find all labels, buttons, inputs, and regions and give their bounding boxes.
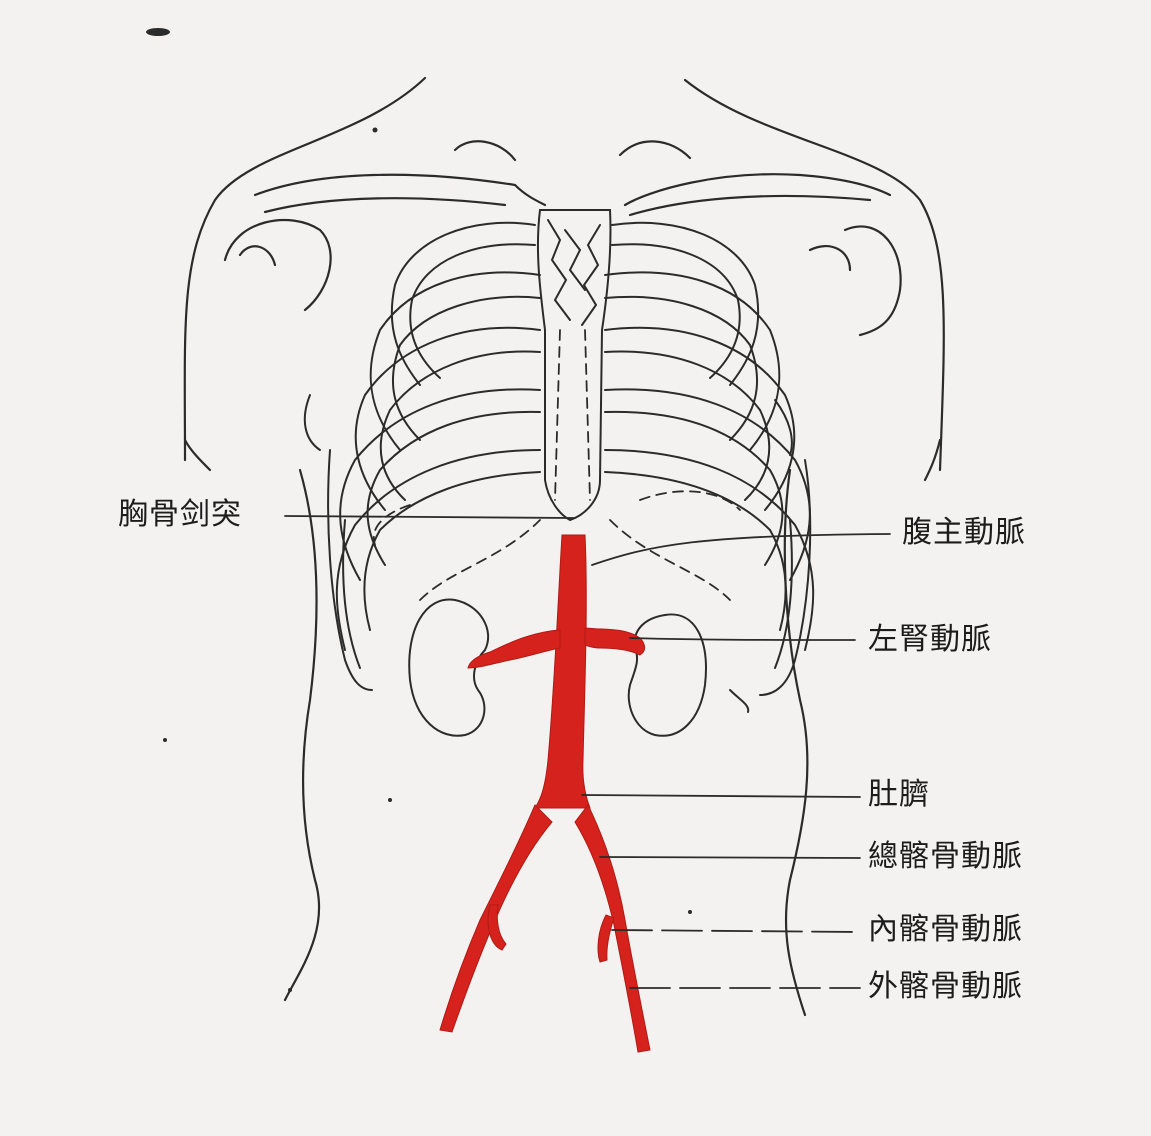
common-iliac-left xyxy=(575,805,650,1052)
internal-iliac-right xyxy=(488,905,506,950)
right-renal-artery xyxy=(468,630,560,668)
label-external-iliac-artery: 外髂骨動脈 xyxy=(868,972,1023,1002)
leader-common-iliac xyxy=(600,857,860,858)
leader-internal-iliac xyxy=(612,930,860,932)
label-common-iliac-artery: 總髂骨動脈 xyxy=(868,842,1023,872)
dashed-guides xyxy=(374,330,740,600)
leader-lines xyxy=(285,516,890,988)
left-renal-artery-vessel xyxy=(585,628,645,655)
arteries xyxy=(440,535,650,1052)
leader-navel xyxy=(582,795,860,797)
label-xiphoid-process: 胸骨剑突 xyxy=(118,500,242,530)
abdominal-aorta-vessel xyxy=(535,535,590,808)
label-navel: 肚臍 xyxy=(868,780,930,810)
left-kidney xyxy=(629,614,706,735)
ribs-right xyxy=(305,223,540,690)
clavicles xyxy=(225,141,901,335)
label-abdominal-aorta: 腹主動脈 xyxy=(902,518,1026,548)
sternum xyxy=(538,210,611,520)
leader-left-renal xyxy=(630,638,855,640)
label-left-renal-artery: 左腎動脈 xyxy=(868,625,992,655)
leader-abdominal-aorta xyxy=(592,534,890,565)
label-internal-iliac-artery: 內髂骨動脈 xyxy=(868,915,1023,945)
internal-iliac-left xyxy=(598,915,614,962)
